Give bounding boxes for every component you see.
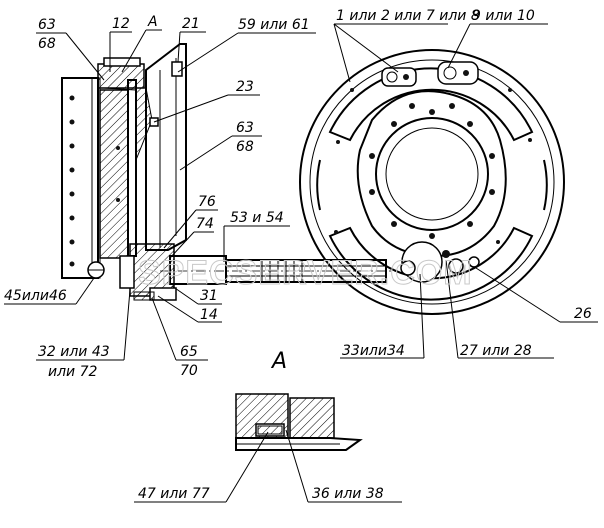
label-1-2-7-8: 1 или 2 или 7 или 8	[336, 8, 480, 24]
label-76: 76	[198, 194, 216, 210]
fraction-bars	[36, 32, 262, 361]
label-or-72: или 72	[48, 364, 98, 380]
detail-view-a	[235, 393, 363, 451]
label-23: 23	[236, 79, 254, 95]
lower-shoe	[328, 226, 534, 301]
drum-rivets	[69, 95, 75, 267]
label-a-marker: A	[147, 14, 158, 30]
shoe-lining	[99, 89, 129, 259]
label-68-top: 68	[38, 36, 56, 52]
flange-bolts	[369, 103, 495, 239]
cam-rollers	[400, 241, 480, 283]
label-45-or-46: 45или46	[4, 288, 67, 304]
label-63-mid: 63	[236, 120, 254, 136]
label-65: 65	[180, 344, 198, 360]
section-view	[61, 43, 395, 301]
label-47-or-77: 47 или 77	[138, 486, 210, 502]
part-labels: 63 68 12 A 21 59 или 61 23 63 68 76 74 5…	[4, 8, 592, 502]
label-27-or-28: 27 или 28	[460, 343, 532, 359]
label-14: 14	[200, 307, 218, 323]
hub-bore	[375, 117, 489, 231]
label-63-top: 63	[38, 17, 56, 33]
drum-outer-ring	[299, 49, 565, 315]
label-59-or-61: 59 или 61	[238, 17, 310, 33]
label-12: 12	[112, 16, 130, 32]
label-32-or-43: 32 или 43	[38, 344, 110, 360]
upper-shoe	[328, 67, 534, 142]
spider-flange	[356, 90, 507, 258]
label-31: 31	[200, 288, 218, 304]
label-74: 74	[196, 216, 214, 232]
label-36-or-38: 36 или 38	[312, 486, 384, 502]
label-68-mid: 68	[236, 139, 254, 155]
label-21: 21	[182, 16, 200, 32]
label-26: 26	[574, 306, 592, 322]
camshaft	[160, 255, 395, 285]
view-a-title: А	[270, 349, 287, 374]
label-70: 70	[180, 363, 198, 379]
label-53-and-54: 53 и 54	[230, 210, 284, 226]
watermark: SPECSERVER.COM	[138, 254, 473, 292]
label-9-or-10: 9 или 10	[472, 8, 535, 24]
label-33-or-34: 33или34	[342, 343, 405, 359]
adjuster-block	[97, 63, 145, 89]
drum-wall	[61, 77, 99, 279]
